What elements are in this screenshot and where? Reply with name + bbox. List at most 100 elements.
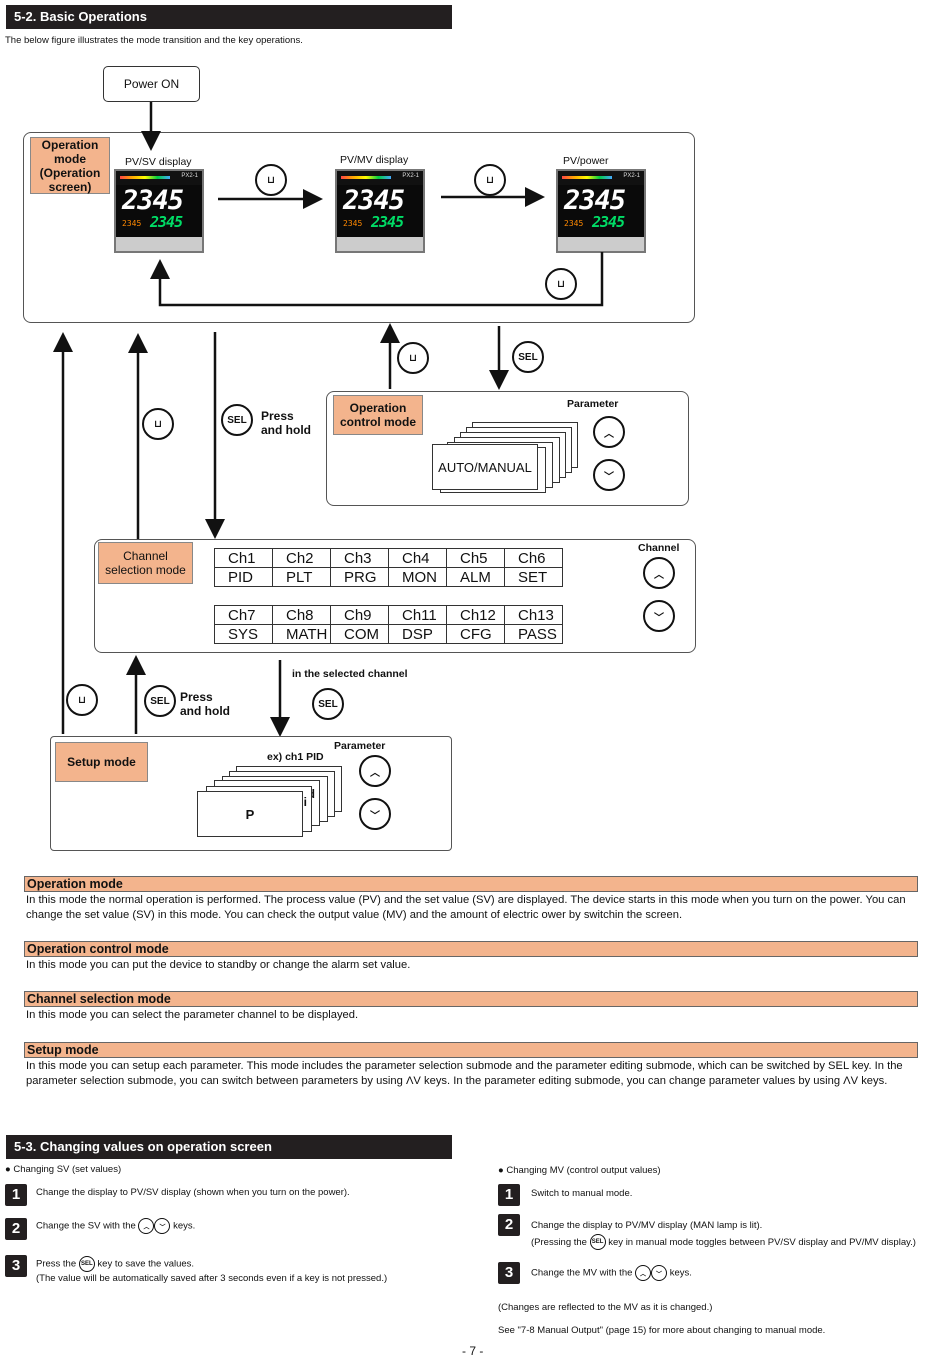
channel-cell[interactable]: Ch5 [446, 548, 505, 568]
sel-key-icon: SEL [144, 685, 176, 717]
desc-body-setup-mode: In this mode you can setup each paramete… [26, 1060, 903, 1087]
device-mv-value: 2345 [371, 213, 404, 231]
channel-code-cell: SET [504, 567, 563, 587]
channel-cell[interactable]: Ch3 [330, 548, 389, 568]
device-model: PX2-1 [181, 173, 198, 179]
right-step-3: Change the MV with the ︿﹀ keys. [531, 1265, 692, 1281]
operation-control-mode-text: Operation control mode [339, 401, 416, 429]
channel-cell[interactable]: Ch8 [272, 605, 331, 625]
channel-code-cell: ALM [446, 567, 505, 587]
up-arrow-icon[interactable]: ︿ [643, 557, 675, 589]
right-step-2: Change the display to PV/MV display (MAN… [531, 1217, 916, 1251]
page-number: - 7 - [462, 1344, 484, 1358]
step-number: 3 [498, 1262, 520, 1284]
pv-sv-display-label: PV/SV display [125, 156, 192, 168]
up-arrow-icon[interactable]: ︿ [593, 416, 625, 448]
step-number: 2 [5, 1218, 27, 1240]
mode-key-icon: ⊔ [255, 164, 287, 196]
left-step-3-note: (The value will be automatically saved a… [36, 1273, 388, 1284]
up-key-icon: ︿ [138, 1218, 155, 1234]
indicator-lamps [341, 176, 391, 179]
device-indicator-bar: PX2-1 [337, 171, 423, 185]
right-step-2-note-post: key in manual mode toggles between PV/SV… [608, 1237, 916, 1248]
section2-title-text: 5-3. Changing values on operation screen [14, 1139, 272, 1154]
sel-key-icon: SEL [312, 688, 344, 720]
right-heading: ● Changing MV (control output values) [498, 1165, 661, 1176]
channel-cell[interactable]: Ch9 [330, 605, 389, 625]
operation-mode-label-text: Operation mode (Operation screen) [39, 137, 101, 194]
power-on-label: Power ON [123, 77, 180, 91]
device-small-value: 2345 [343, 219, 363, 228]
auto-manual-card: AUTO/MANUAL [432, 444, 538, 490]
device-indicator-bar: PX2-1 [558, 171, 644, 185]
channel-code-cell: SYS [214, 624, 273, 644]
step-number: 2 [498, 1214, 520, 1236]
operation-mode-label: Operation mode (Operation screen) [30, 137, 110, 194]
param-card-p: P [197, 791, 303, 837]
channel-cell[interactable]: Ch12 [446, 605, 505, 625]
left-heading: ● Changing SV (set values) [5, 1164, 122, 1175]
channel-table-row2: Ch7 Ch8 Ch9 Ch11 Ch12 Ch13 SYS MATH COM … [214, 605, 563, 644]
down-arrow-icon[interactable]: ﹀ [593, 459, 625, 491]
channel-cell[interactable]: Ch6 [504, 548, 563, 568]
left-step-2-post: keys. [173, 1220, 196, 1232]
power-on-box: Power ON [103, 66, 200, 102]
channel-cell[interactable]: Ch4 [388, 548, 447, 568]
right-step-2-note-pre: (Pressing the [531, 1237, 587, 1248]
step-number: 3 [5, 1255, 27, 1277]
intro-text: The below figure illustrates the mode tr… [5, 35, 303, 46]
left-step-2-pre: Change the SV with the [36, 1220, 136, 1232]
parameter-label-1: Parameter [567, 398, 619, 410]
desc-body-operation-control-mode: In this mode you can put the device to s… [26, 959, 411, 971]
press-label: Press [261, 409, 294, 423]
channel-cell[interactable]: Ch7 [214, 605, 273, 625]
section-title-text: 5-2. Basic Operations [14, 9, 147, 24]
sel-key-label: SEL [518, 351, 538, 363]
device-model: PX2-1 [623, 173, 640, 179]
setup-mode-text: Setup mode [67, 755, 136, 769]
note-changes-reflected: (Changes are reflected to the MV as it i… [498, 1302, 713, 1313]
channel-cell[interactable]: Ch11 [388, 605, 447, 625]
right-step-3-pre: Change the MV with the [531, 1267, 633, 1279]
desc-title-operation-control-mode: Operation control mode [24, 941, 918, 957]
device-keys [116, 237, 202, 251]
right-step-3-post: keys. [669, 1267, 692, 1279]
parameter-label-2: Parameter [334, 740, 386, 752]
channel-cell[interactable]: Ch2 [272, 548, 331, 568]
device-pv-value: 2345 [564, 185, 626, 216]
device-small-value: 2345 [122, 219, 142, 228]
down-arrow-icon[interactable]: ﹀ [359, 798, 391, 830]
setup-mode-label: Setup mode [55, 742, 148, 782]
pv-mv-display-label: PV/MV display [340, 154, 409, 166]
and-hold-label: and hold [180, 704, 230, 718]
desc-title-setup-mode: Setup mode [24, 1042, 918, 1058]
channel-code-cell: DSP [388, 624, 447, 644]
device-indicator-bar: PX2-1 [116, 171, 202, 185]
channel-selection-mode-text: Channel selection mode [105, 549, 186, 577]
channel-code-cell: COM [330, 624, 389, 644]
desc-body-operation-mode: In this mode the normal operation is per… [26, 894, 906, 921]
device-small-value: 2345 [564, 219, 584, 228]
mode-key-icon: ⊔ [66, 684, 98, 716]
up-arrow-icon[interactable]: ︿ [359, 755, 391, 787]
indicator-lamps [120, 176, 170, 179]
channel-cell[interactable]: Ch1 [214, 548, 273, 568]
section-title-basic-operations: 5-2. Basic Operations [6, 5, 452, 29]
down-key-icon: ﹀ [154, 1218, 171, 1234]
left-step-3-pre: Press the [36, 1258, 77, 1270]
ex-ch1-pid-label: ex) ch1 PID [267, 751, 324, 763]
up-key-icon: ︿ [635, 1265, 652, 1281]
sel-key-icon: SEL [221, 404, 253, 436]
channel-cell[interactable]: Ch13 [504, 605, 563, 625]
diagram-arrows [53, 102, 604, 737]
operation-control-mode-label: Operation control mode [333, 395, 423, 435]
device-power-value: 2345 [592, 213, 625, 231]
channel-label: Channel [638, 542, 680, 554]
device-keys [558, 237, 644, 251]
desc-body-channel-selection-mode: In this mode you can select the paramete… [26, 1009, 359, 1021]
down-arrow-icon[interactable]: ﹀ [643, 600, 675, 632]
device-keys [337, 237, 423, 251]
desc-title-operation-mode: Operation mode [24, 876, 918, 892]
